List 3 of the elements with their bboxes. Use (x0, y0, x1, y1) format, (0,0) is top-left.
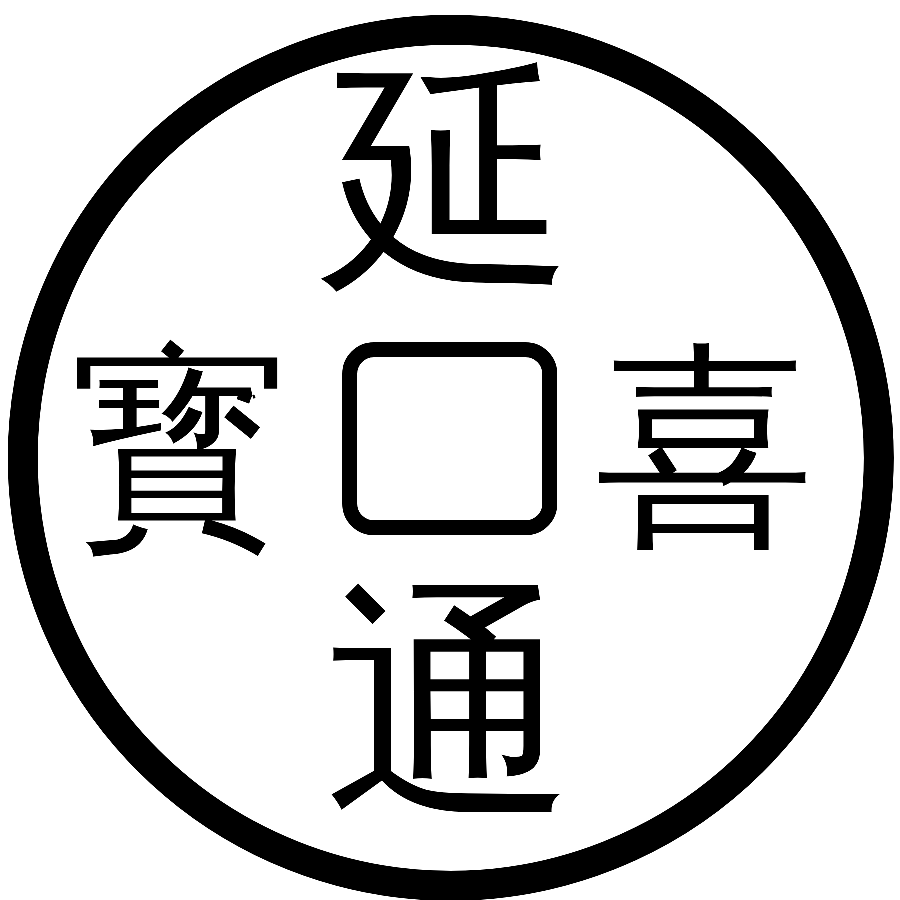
coin-inscription: 喜 (595, 338, 815, 558)
coin-inscription: 寳 (70, 338, 290, 558)
coin-inscription: 通 (325, 580, 575, 830)
